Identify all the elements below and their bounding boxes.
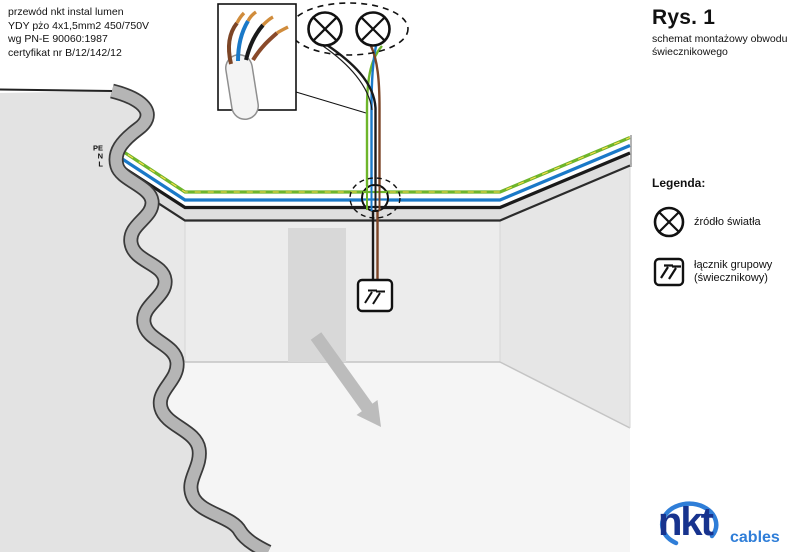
legend-title: Legenda: [652,176,706,190]
lamp-group [289,2,409,56]
n-label: N [98,152,103,161]
brand-logo-graphic: nkt cables [658,500,780,546]
cable-inset [217,3,297,120]
spec-line: YDY pżo 4x1,5mm2 450/750V [8,19,150,32]
figure-caption-line: schemat montażowy obwodu [652,33,788,45]
legend: Legenda: źródło światła łącznik grupowy … [652,176,798,304]
lamp-symbol-left [307,11,343,47]
junction-box [349,177,401,219]
legend-label: łącznik grupowy [694,259,773,271]
legend-label: źródło światła [694,215,761,228]
inset-wires [227,10,289,65]
inset-leader-line [295,91,367,114]
logo-suffix-text: cables [730,529,780,546]
wire-label-group: PE N L [93,144,103,169]
figure-caption-line: świecznikowego [652,46,728,58]
cable-spec-block: przewód nkt instal lumen YDY pżo 4x1,5mm… [8,6,149,60]
legend-item-light-source: źródło światła [652,204,798,240]
switch-symbol [356,278,394,313]
l-label: L [98,160,103,169]
figure-title-block: Rys. 1 schemat montażowy obwodu świeczni… [652,6,797,59]
direction-arrow [310,332,381,427]
spec-line: przewód nkt instal lumen [8,6,124,18]
pe-wire-stripe [116,136,631,193]
spec-line: wg PN-E 90060:1987 [8,33,108,45]
pe-label: PE [93,144,103,153]
torn-wall-edge [0,83,272,552]
junction-outline [349,177,401,219]
nkt-cables-logo: nkt cables [650,490,798,548]
drop-cable-bundle [295,44,383,282]
group-switch-icon [653,257,685,287]
light-source-icon [653,206,685,238]
n-wire [116,144,631,202]
legend-label: (świecznikowy) [694,272,768,284]
figure-label: Rys. 1 [652,6,716,29]
lamp-group-outline [289,2,409,56]
lamp-symbol-right [355,11,391,47]
legend-item-group-switch: łącznik grupowy (świecznikowy) [652,254,798,290]
logo-brand-text: nkt [658,500,714,544]
spec-line: certyfikat nr B/12/142/12 [8,46,122,59]
